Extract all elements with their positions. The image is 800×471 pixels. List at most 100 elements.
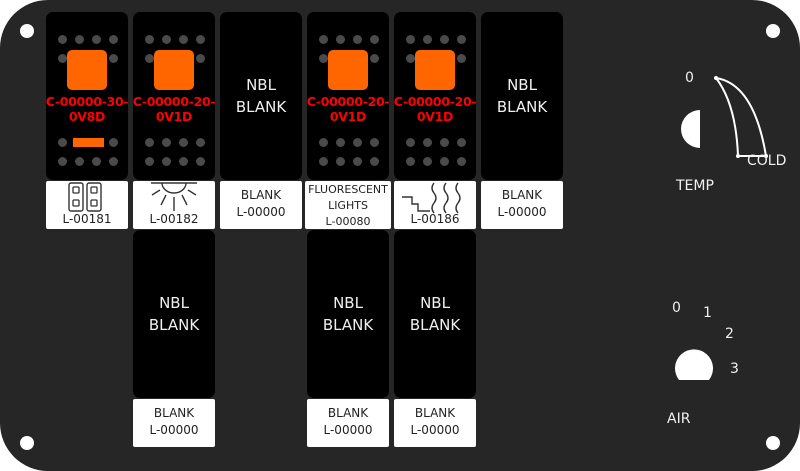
orange-lens xyxy=(154,50,194,90)
led-dot xyxy=(370,54,379,63)
temp-label: TEMP xyxy=(676,178,714,194)
led-dot xyxy=(336,157,345,166)
rocker-switch-2[interactable]: C-00000-20-0V1D xyxy=(133,12,216,180)
led-dot xyxy=(75,157,84,166)
temp-range-arc-icon xyxy=(714,76,768,158)
part-code: C-00000-30-0V8D xyxy=(45,94,129,124)
air-position-3: 3 xyxy=(730,361,739,377)
part-code: C-00000-20-0V1D xyxy=(306,94,390,124)
led-dot xyxy=(406,35,415,44)
led-dot xyxy=(457,138,466,147)
label-text: BLANK xyxy=(414,406,456,420)
temp-knob[interactable] xyxy=(672,108,708,150)
part-code: C-00000-20-0V1D xyxy=(132,94,216,124)
rocker-switch-4[interactable]: C-00000-20-0V1D xyxy=(307,12,390,180)
label-code: L-00000 xyxy=(323,423,373,437)
switch-label-3: BLANK L-00000 xyxy=(220,181,302,229)
air-position-1: 1 xyxy=(703,305,712,321)
rocker-switch-5[interactable]: C-00000-20-0V1D xyxy=(394,12,477,180)
mounting-hole-top-right xyxy=(766,24,780,38)
label-text: BLANK xyxy=(240,188,282,202)
switch-label-4: FLUORESCENT LIGHTS L-00080 xyxy=(305,181,391,229)
air-label: AIR xyxy=(667,411,691,427)
led-dot xyxy=(109,35,118,44)
label-text: BLANK xyxy=(153,406,195,420)
led-dot xyxy=(109,138,118,147)
led-dot xyxy=(370,138,379,147)
switch-label-9: BLANK L-00000 xyxy=(394,399,476,447)
led-dot xyxy=(319,157,328,166)
led-dot xyxy=(370,157,379,166)
led-dot xyxy=(162,157,171,166)
led-dot xyxy=(370,35,379,44)
led-dot xyxy=(423,35,432,44)
led-dot xyxy=(423,157,432,166)
label-code: L-00182 xyxy=(149,212,199,226)
led-dot xyxy=(162,138,171,147)
label-text: BLANK xyxy=(327,406,369,420)
double-switch-icon xyxy=(68,182,102,212)
label-code: L-00000 xyxy=(149,423,199,437)
label-code: L-00080 xyxy=(325,215,371,228)
orange-lens xyxy=(415,50,455,90)
led-dot xyxy=(75,35,84,44)
led-dot xyxy=(406,54,415,63)
led-dot xyxy=(179,138,188,147)
led-dot xyxy=(319,138,328,147)
label-code: L-00181 xyxy=(62,212,112,226)
led-dot xyxy=(406,138,415,147)
led-dot xyxy=(440,35,449,44)
led-dot xyxy=(196,157,205,166)
part-code: C-00000-20-0V1D xyxy=(393,94,477,124)
led-dot xyxy=(336,35,345,44)
switch-label-5: L-00186 xyxy=(394,181,476,229)
led-dot xyxy=(58,35,67,44)
led-dot xyxy=(406,157,415,166)
led-dot xyxy=(196,54,205,63)
led-dot xyxy=(145,138,154,147)
led-dot xyxy=(145,35,154,44)
label-code: L-00000 xyxy=(236,205,286,219)
rocker-switch-1[interactable]: C-00000-30-0V8D xyxy=(46,12,129,180)
led-dot xyxy=(423,138,432,147)
led-dot xyxy=(109,157,118,166)
label-text: FLUORESCENT xyxy=(308,183,388,196)
label-text: LIGHTS xyxy=(328,199,368,212)
led-dot xyxy=(336,138,345,147)
mounting-hole-bottom-right xyxy=(766,436,780,450)
led-dot xyxy=(196,138,205,147)
dome-light-icon xyxy=(151,182,197,211)
led-dot xyxy=(457,35,466,44)
led-dot xyxy=(145,157,154,166)
led-dot xyxy=(457,54,466,63)
led-dot xyxy=(179,35,188,44)
mounting-hole-bottom-left xyxy=(20,436,34,450)
air-position-2: 2 xyxy=(725,326,734,342)
led-dot xyxy=(109,54,118,63)
switch-label-8: BLANK L-00000 xyxy=(307,399,389,447)
air-knob[interactable] xyxy=(673,346,715,382)
switch-label-2: L-00182 xyxy=(133,181,215,229)
led-dot xyxy=(319,54,328,63)
led-dot xyxy=(145,54,154,63)
label-code: L-00000 xyxy=(497,205,547,219)
led-dot xyxy=(179,157,188,166)
led-dot xyxy=(58,54,67,63)
led-dot xyxy=(196,35,205,44)
label-code: L-00000 xyxy=(410,423,460,437)
led-dot xyxy=(162,35,171,44)
temp-start-mark: 0 xyxy=(685,70,694,86)
switch-label-7: BLANK L-00000 xyxy=(133,399,215,447)
led-dot xyxy=(353,138,362,147)
